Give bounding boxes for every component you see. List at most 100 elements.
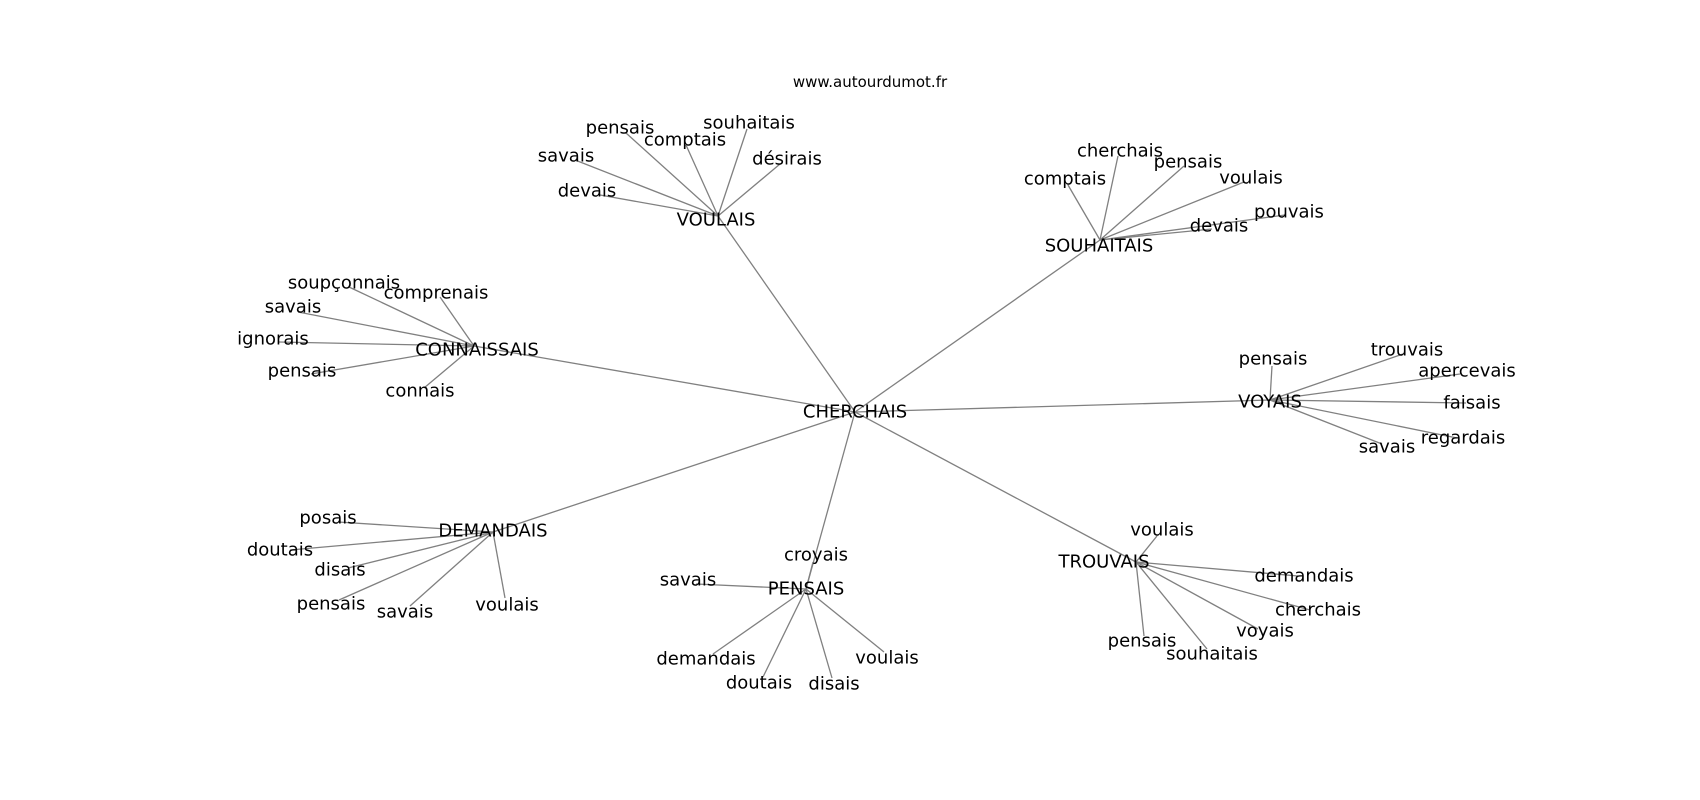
leaf-node: désirais <box>752 149 822 170</box>
leaf-node: devais <box>1190 216 1249 237</box>
hub-leaf-edge <box>1269 353 1404 401</box>
hub-node: VOYAIS <box>1238 392 1302 413</box>
hub-leaf-edge <box>1269 399 1467 404</box>
leaf-node: souhaitais <box>1166 644 1258 665</box>
hub-leaf-edge <box>423 345 475 389</box>
hub-leaf-edge <box>685 144 719 217</box>
hub-leaf-edge <box>805 561 814 590</box>
leaf-node: savais <box>265 297 321 318</box>
hub-leaf-edge <box>1135 561 1145 637</box>
root-hub-edge <box>854 239 1101 413</box>
leaf-node: voulais <box>855 648 918 669</box>
hub-leaf-edge <box>805 588 833 679</box>
leaf-node: savais <box>538 146 594 167</box>
hub-leaf-edge <box>310 345 475 375</box>
hub-leaf-edge <box>717 163 781 217</box>
leaf-node: savais <box>1359 437 1415 458</box>
leaf-node: croyais <box>784 545 848 566</box>
site-label: www.autourdumot.fr <box>793 73 948 91</box>
leaf-node: pensais <box>1108 631 1177 652</box>
leaf-node: faisais <box>1443 393 1500 414</box>
leaf-node: voulais <box>1219 168 1282 189</box>
leaf-node: cherchais <box>1275 600 1361 621</box>
leaf-node: soupçonnais <box>288 273 400 294</box>
hub-leaf-edge <box>574 159 719 217</box>
hub-leaf-edge <box>712 588 807 655</box>
root-hub-edge <box>854 411 1137 563</box>
hub-leaf-edge <box>337 521 494 533</box>
leaf-node: doutais <box>726 673 792 694</box>
hub-leaf-edge <box>1067 184 1101 241</box>
hub-leaf-edge <box>1269 365 1273 401</box>
leaf-node: connais <box>385 381 454 402</box>
leaf-node: demandais <box>656 649 755 670</box>
leaf-node: pouvais <box>1254 202 1324 223</box>
root-node: CHERCHAIS <box>803 402 907 423</box>
root-hub-edge <box>473 345 856 413</box>
hub-leaf-edge <box>599 194 719 217</box>
hub-leaf-edge <box>278 341 475 347</box>
leaf-node: comptais <box>1024 169 1106 190</box>
root-hub-edge <box>805 411 856 590</box>
leaf-node: souhaitais <box>703 113 795 134</box>
hub-leaf-edge <box>492 531 506 599</box>
hub-node: PENSAIS <box>768 579 845 600</box>
hub-leaf-edge <box>805 588 885 653</box>
hub-leaf-edge <box>439 296 475 347</box>
hub-leaf-edge <box>762 588 807 678</box>
hub-leaf-edge <box>1099 165 1185 241</box>
hub-leaf-edge <box>1269 399 1383 445</box>
hub-leaf-edge <box>717 128 748 217</box>
leaf-node: voulais <box>475 595 538 616</box>
leaf-node: disais <box>808 674 859 695</box>
hub-leaf-edge <box>338 531 494 601</box>
hub-leaf-edge <box>297 311 475 347</box>
leaf-node: comprenais <box>384 283 489 304</box>
hub-leaf-edge <box>695 583 807 590</box>
hub-leaf-edge <box>348 286 475 347</box>
leaf-node: savais <box>377 602 433 623</box>
leaf-node: pensais <box>586 118 655 139</box>
hub-leaf-edge <box>409 531 494 607</box>
leaf-node: voyais <box>1236 621 1294 642</box>
hub-node: TROUVAIS <box>1057 552 1149 573</box>
hub-leaf-edge <box>1269 399 1458 439</box>
leaf-node: apercevais <box>1418 361 1516 382</box>
leaf-node: trouvais <box>1371 340 1444 361</box>
leaf-node: pensais <box>297 594 366 615</box>
hub-leaf-edge <box>1135 561 1311 611</box>
leaf-node: doutais <box>247 540 313 561</box>
hub-node: DEMANDAIS <box>438 521 547 542</box>
leaf-node: disais <box>314 560 365 581</box>
hub-leaf-edge <box>1135 561 1208 650</box>
hub-leaf-edge <box>1135 561 1299 577</box>
hub-leaf-edge <box>1099 155 1119 241</box>
leaf-node: comptais <box>644 130 726 151</box>
graph-edges <box>278 128 1467 679</box>
leaf-node: posais <box>299 508 356 529</box>
hub-leaf-edge <box>1269 373 1461 401</box>
leaf-node: ignorais <box>237 329 309 350</box>
hub-node: SOUHAITAIS <box>1045 236 1154 257</box>
leaf-node: pensais <box>268 361 337 382</box>
leaf-node: demandais <box>1254 566 1353 587</box>
hub-leaf-edge <box>1099 214 1286 241</box>
leaf-node: savais <box>660 570 716 591</box>
hub-node: VOULAIS <box>677 210 756 231</box>
hub-leaf-edge <box>1135 535 1158 563</box>
leaf-node: regardais <box>1421 428 1505 449</box>
leaf-node: pensais <box>1154 152 1223 173</box>
hub-leaf-edge <box>347 531 494 569</box>
hub-leaf-edge <box>1099 181 1245 241</box>
root-hub-edge <box>854 399 1271 413</box>
leaf-node: cherchais <box>1077 141 1163 162</box>
hub-leaf-edge <box>289 531 494 551</box>
root-hub-edge <box>492 411 856 533</box>
leaf-node: voulais <box>1130 520 1193 541</box>
leaf-node: devais <box>558 181 617 202</box>
hub-leaf-edge <box>1135 561 1259 630</box>
hub-leaf-edge <box>1099 228 1213 241</box>
leaf-node: pensais <box>1239 349 1308 370</box>
hub-leaf-edge <box>625 132 719 217</box>
